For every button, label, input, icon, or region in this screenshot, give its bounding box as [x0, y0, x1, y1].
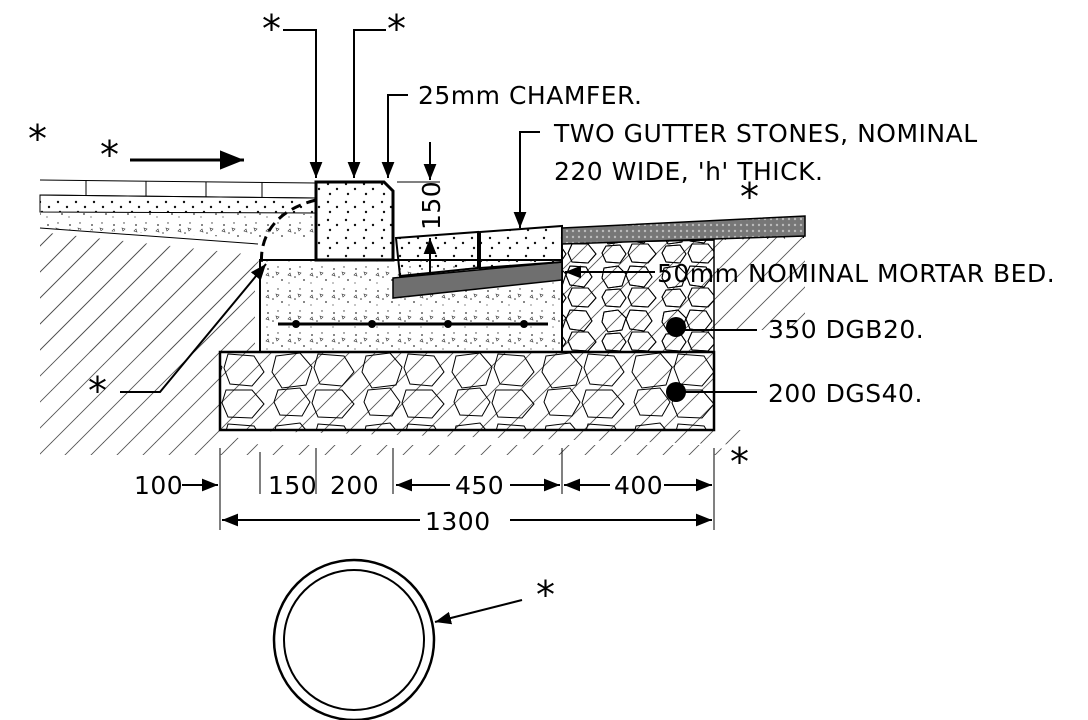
dgb20-label: 350 DGB20. [768, 315, 924, 344]
gutter-label-line2: 220 WIDE, 'h' THICK. [554, 157, 823, 186]
gutter-label-line1: TWO GUTTER STONES, NOMINAL [553, 119, 978, 148]
asterisk-kerb-right: * [387, 7, 406, 51]
dgs40-marker [666, 382, 686, 402]
dgs40-label: 200 DGS40. [768, 379, 923, 408]
dim-1300: 1300 [425, 507, 491, 536]
road-pavement-left [39, 179, 317, 245]
kerb-stone [314, 180, 395, 262]
dim-400: 400 [614, 471, 663, 500]
asterisk-excavation: * [88, 369, 107, 413]
asterisk-asphalt: * [740, 175, 759, 219]
height-label: 150 [417, 181, 446, 230]
asterisk-road-far: * [28, 117, 47, 161]
dgb20-marker [666, 317, 686, 337]
asterisk-kerb-left: * [262, 7, 281, 51]
asterisk-base-edge: * [730, 440, 749, 484]
dim-100: 100 [134, 471, 183, 500]
asterisk-pipe: * [536, 573, 555, 617]
pipe-section [272, 558, 436, 720]
bottom-dimensions [182, 448, 715, 530]
dim-150: 150 [268, 471, 317, 500]
excavation-curve [259, 198, 317, 269]
leaders [120, 29, 757, 625]
height-dimension: 150 [397, 142, 446, 274]
mortar-label: 50mm NOMINAL MORTAR BED. [657, 259, 1055, 288]
dim-450: 450 [455, 471, 504, 500]
chamfer-label: 25mm CHAMFER. [418, 81, 643, 110]
asterisk-road-near: * [100, 133, 119, 177]
dgs40-layer [218, 350, 716, 432]
dim-200: 200 [330, 471, 379, 500]
gutter-stones [394, 224, 563, 278]
